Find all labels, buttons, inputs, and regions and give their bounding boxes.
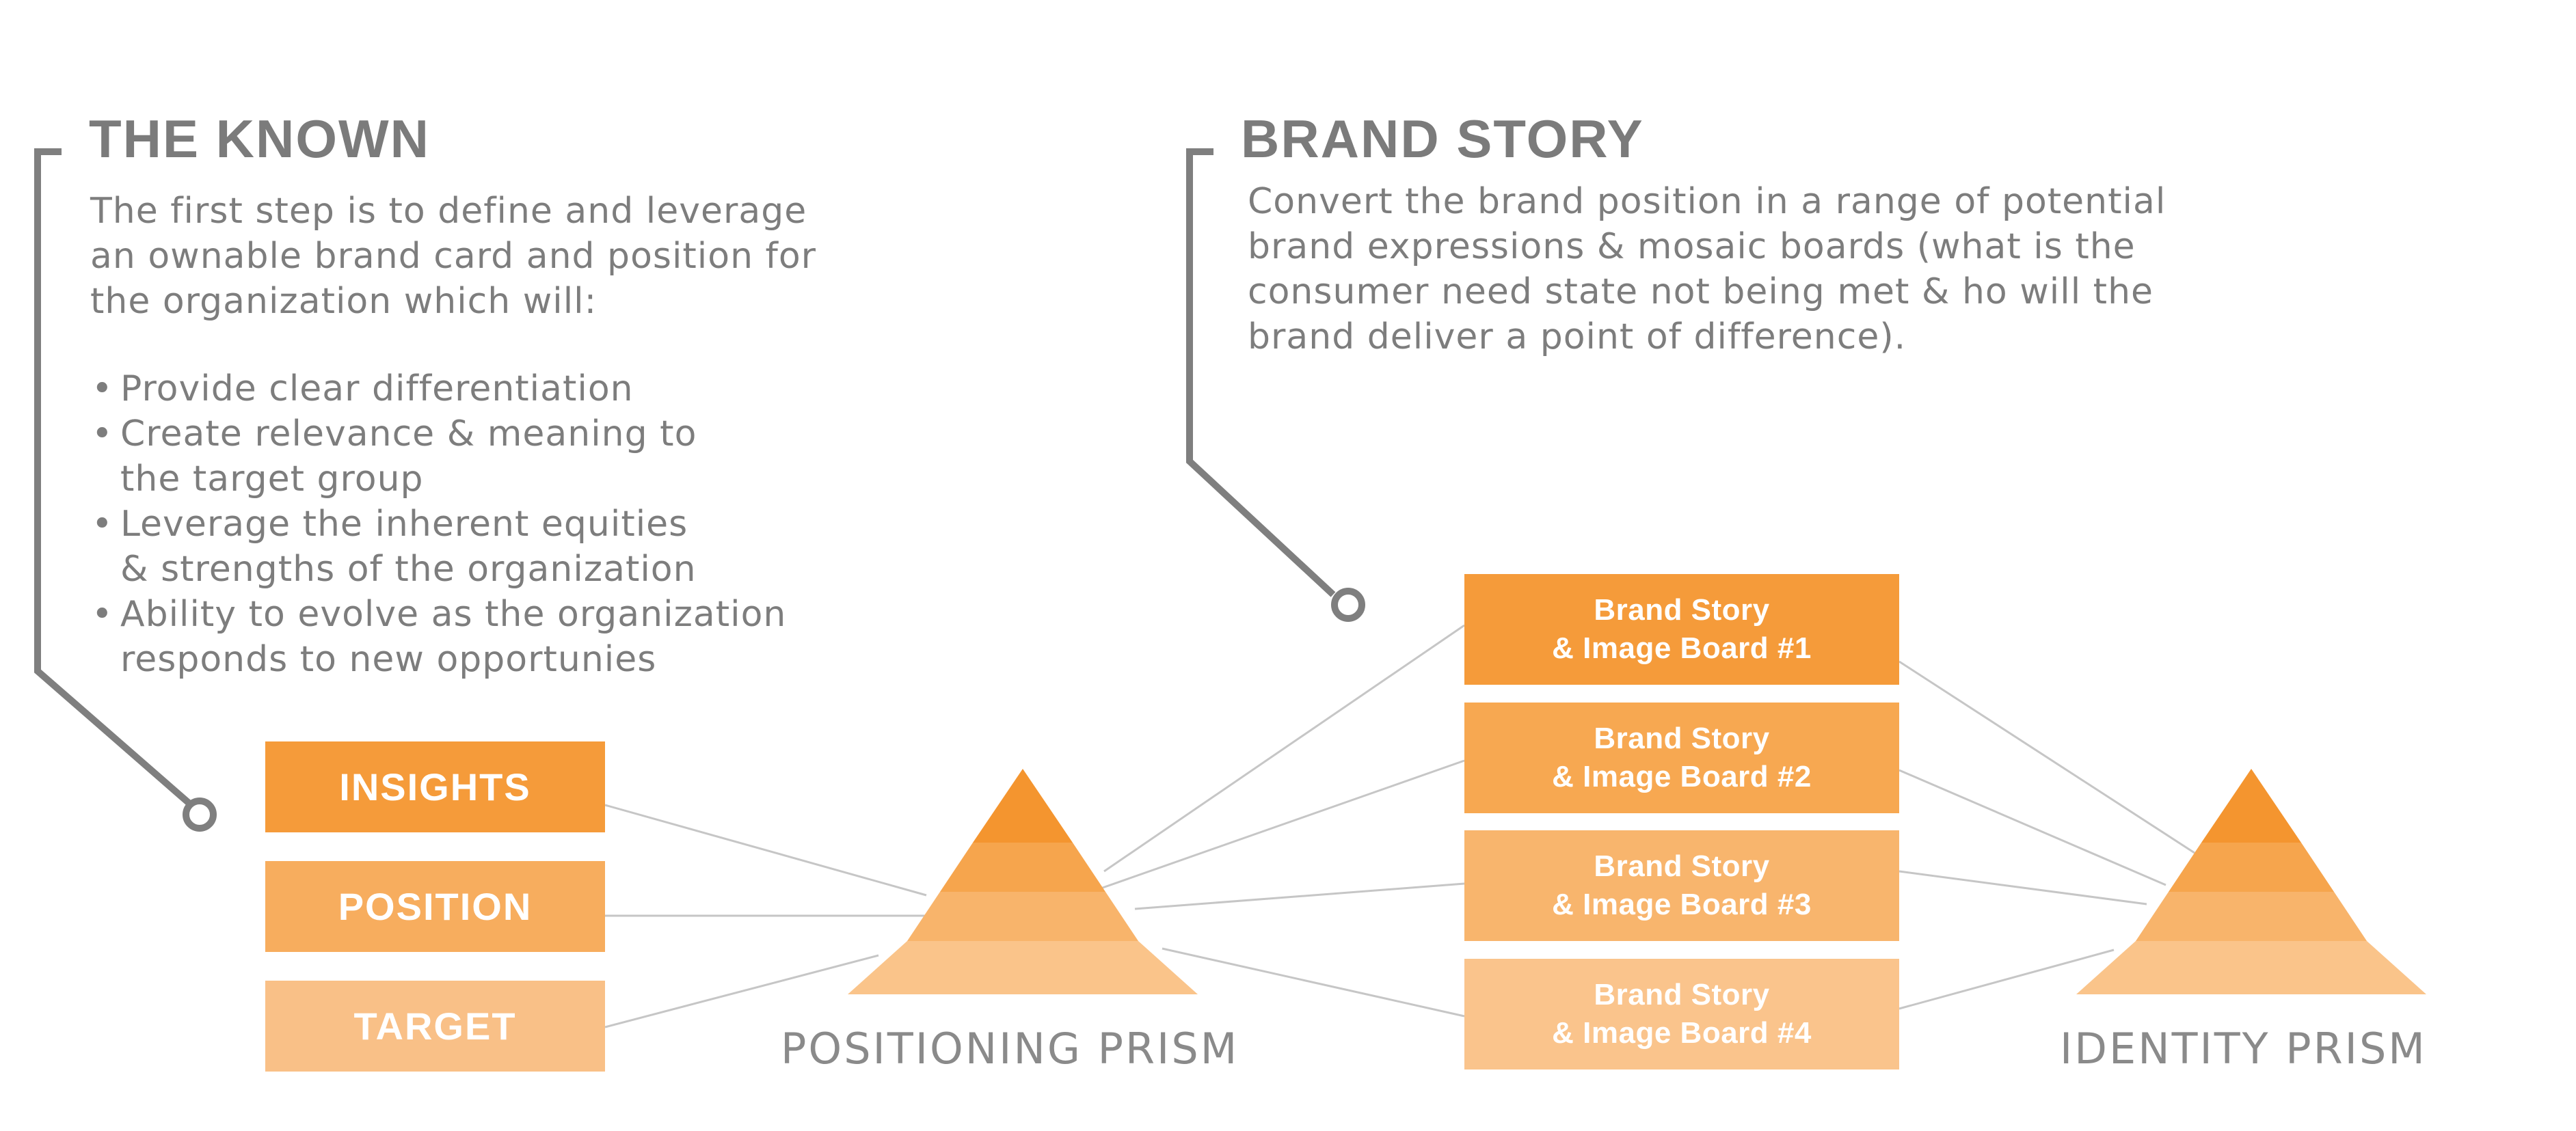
known-bullet-text: Create relevance & meaning to the target… [120,413,697,500]
prism-layer-1 [973,769,1073,843]
story-heading: BRAND STORY [1241,109,1644,169]
prism-layer-4 [2076,941,2426,994]
known-bullet-list: •Provide clear differentiation •Create r… [90,366,786,682]
story-callout-line [1186,148,1365,622]
known-callout-line [34,148,217,832]
story-text-line: brand expressions & mosaic boards (what … [1248,226,2136,267]
identity-prism-label: IDENTITY PRISM [2060,1024,2427,1074]
board-connectors-right [1899,660,2195,1010]
prism-layer-4 [848,941,1198,994]
story-description: Convert the brand position in a range of… [1248,179,2166,359]
board-connectors-left [1100,624,1465,1018]
known-heading: THE KNOWN [89,109,430,169]
prism-layer-2 [2169,843,2334,892]
known-bullet-text: Ability to evolve as the organization re… [120,594,787,680]
input-connectors [604,804,954,1028]
identity-prism [2076,769,2426,994]
story-text-line: brand deliver a point of difference). [1248,316,1907,357]
prism-layer-3 [907,892,1138,941]
story-text-line: consumer need state not being met & ho w… [1248,271,2154,312]
known-intro-line: the organization which will: [90,281,598,322]
positioning-prism [848,769,1198,994]
bullet-icon: • [92,413,113,454]
prism-layer-2 [940,843,1105,892]
brand-story-board-2: Brand Story & Image Board #2 [1464,703,1899,813]
bullet-icon: • [92,368,113,409]
known-bullet: •Provide clear differentiation [90,366,786,411]
insights-box: INSIGHTS [265,741,605,832]
story-text-line: Convert the brand position in a range of… [1248,181,2166,222]
known-description: The first step is to define and leverage… [90,189,816,324]
brand-story-board-1: Brand Story & Image Board #1 [1464,574,1899,685]
brand-story-board-4: Brand Story & Image Board #4 [1464,959,1899,1069]
bullet-icon: • [92,504,113,545]
bullet-icon: • [92,594,113,635]
known-intro-line: The first step is to define and leverage [90,191,807,232]
brand-story-board-3: Brand Story & Image Board #3 [1464,830,1899,941]
known-bullet-text: Leverage the inherent equities & strengt… [120,504,697,590]
prism-layer-1 [2201,769,2301,843]
known-intro-line: an ownable brand card and position for [90,236,817,277]
known-bullet: •Leverage the inherent equities & streng… [90,502,786,592]
known-bullet: •Create relevance & meaning to the targe… [90,411,786,502]
prism-layer-3 [2136,892,2367,941]
target-box: TARGET [265,981,605,1072]
known-bullet: •Ability to evolve as the organization r… [90,592,786,682]
known-bullet-text: Provide clear differentiation [120,368,634,409]
positioning-prism-label: POSITIONING PRISM [781,1024,1239,1074]
position-box: POSITION [265,861,605,952]
